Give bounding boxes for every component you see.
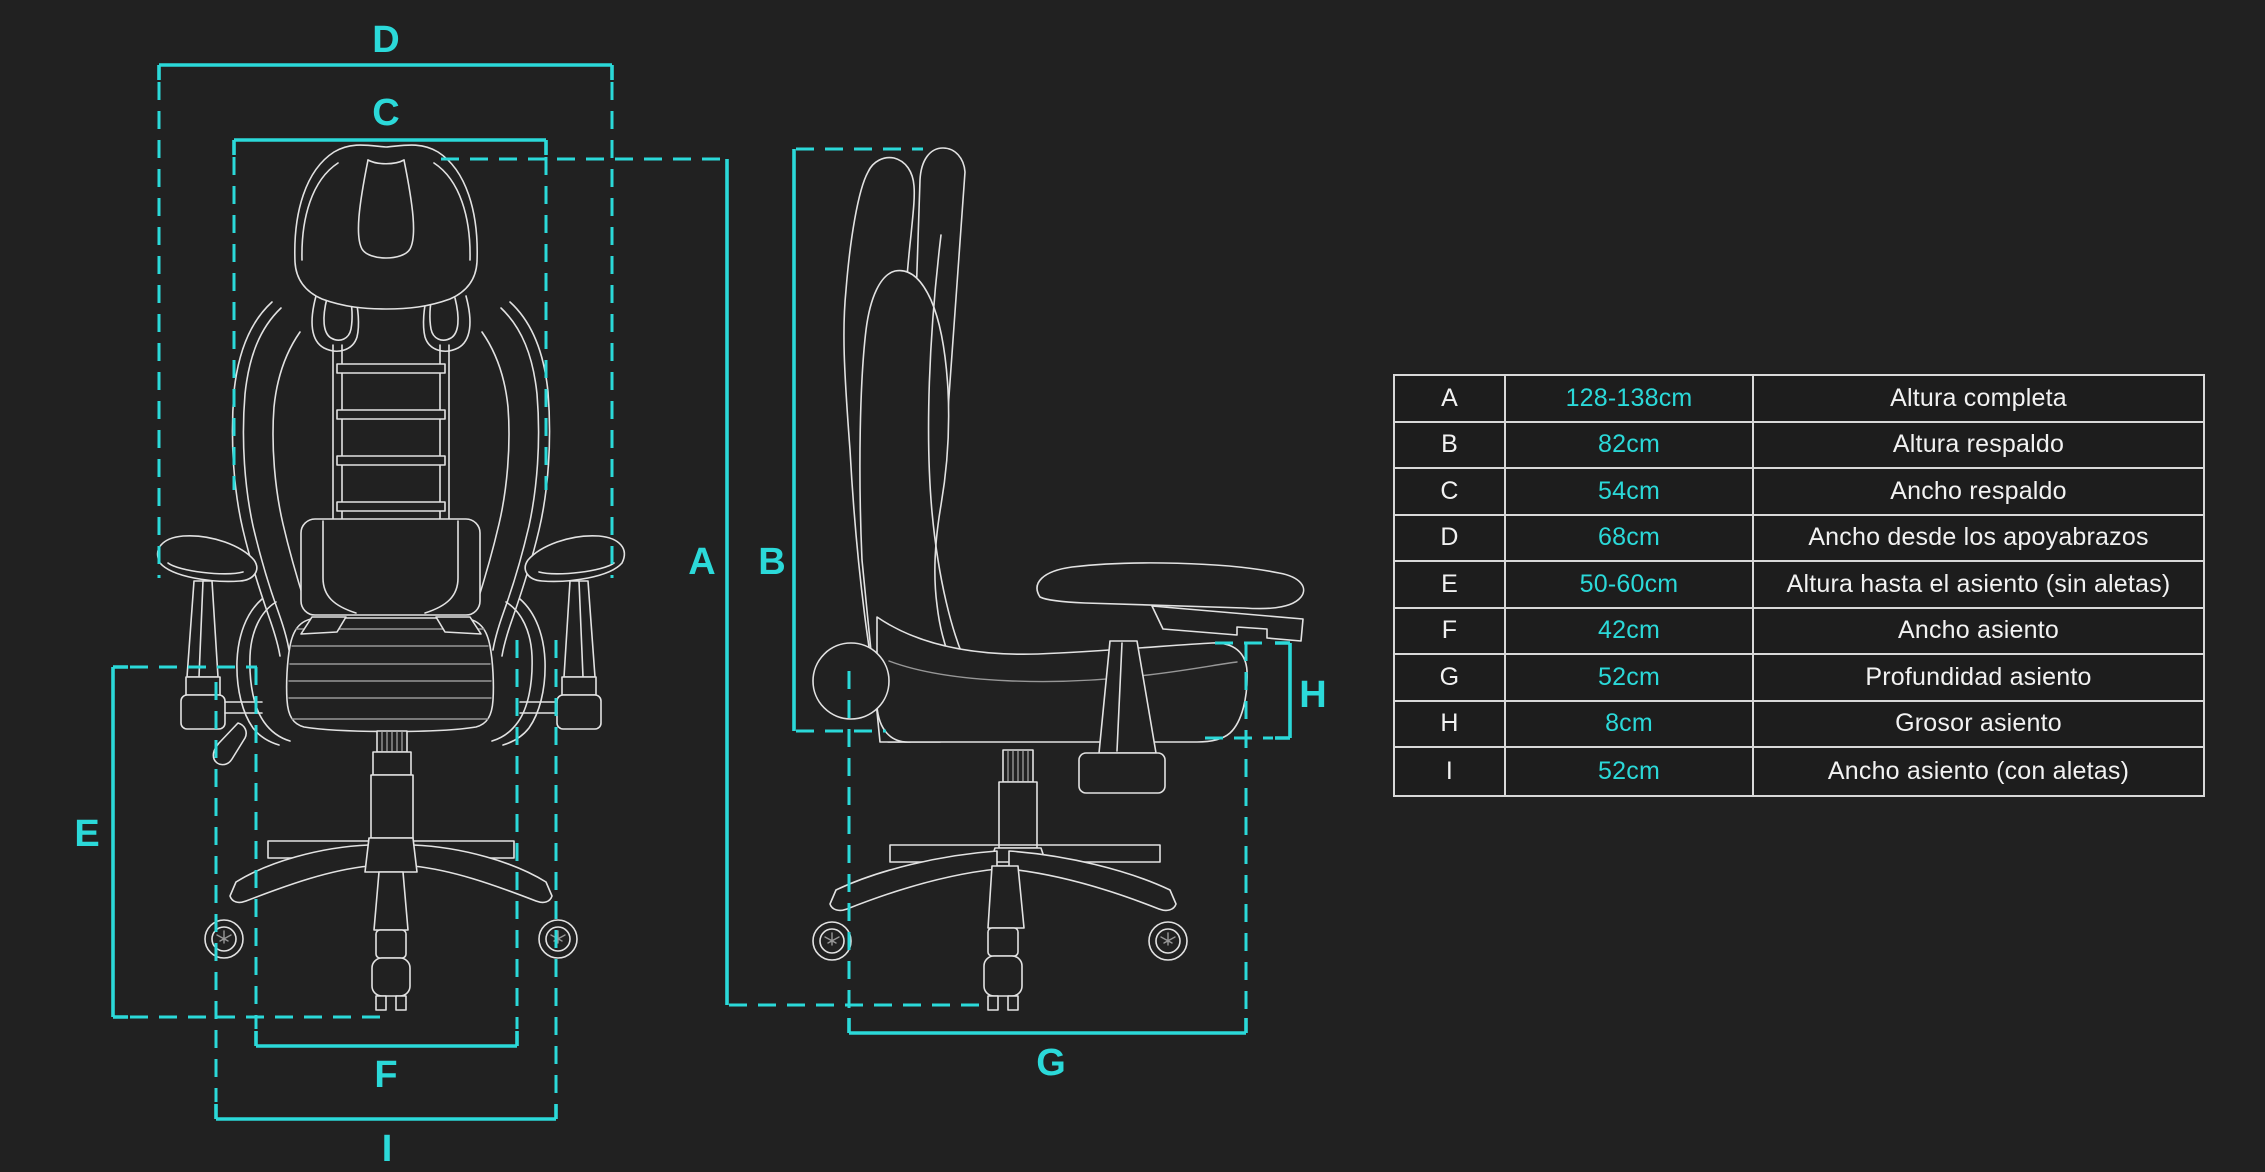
dim-label-e: E	[74, 813, 99, 855]
dimension-value-cell: 42cm	[1506, 608, 1754, 653]
dimension-description-cell: Altura completa	[1890, 383, 2067, 412]
table-row: E 50-60cm Altura hasta el asiento (sin a…	[1395, 562, 2203, 609]
dimension-description-cell: Ancho asiento	[1897, 616, 2060, 645]
dimension-labels: D C A B E F I G H	[74, 19, 1326, 1170]
dimension-value-cell: 128-138cm	[1506, 376, 1754, 421]
dimension-description-cell: Profundidad asiento	[1865, 662, 2092, 691]
dimension-letter-cell: B	[1395, 422, 1506, 467]
dimension-description-cell: Altura hasta el asiento (sin aletas)	[1786, 569, 2171, 598]
table-row: B 82cm Altura respaldo	[1395, 422, 2203, 469]
dimension-letter-cell: G	[1395, 655, 1506, 700]
dimension-value-cell: 8cm	[1506, 701, 1754, 746]
dimension-value-cell: 82cm	[1506, 422, 1754, 467]
dimension-lines	[111, 63, 1292, 1121]
side-view-drawing	[812, 147, 1305, 1011]
dimension-letter-cell: F	[1395, 608, 1506, 653]
dimension-value-cell: 50-60cm	[1506, 562, 1754, 607]
dimension-description-cell: Altura respaldo	[1892, 430, 2065, 459]
front-view-drawing	[156, 144, 626, 1011]
dimension-description-cell: Grosor asiento	[1895, 709, 2062, 738]
dim-label-a: A	[688, 541, 715, 583]
dimension-value-cell: 68cm	[1506, 515, 1754, 560]
dim-label-h: H	[1299, 674, 1326, 716]
dimension-description-cell: Ancho asiento (con aletas)	[1827, 756, 2130, 785]
dimension-description-cell: Ancho desde los apoyabrazos	[1808, 523, 2149, 552]
dimension-letter-cell: C	[1395, 469, 1506, 514]
table-row: F 42cm Ancho asiento	[1395, 608, 2203, 655]
dimension-letter-cell: E	[1395, 562, 1506, 607]
dim-label-c: C	[372, 92, 399, 134]
dimension-description-cell: Ancho respaldo	[1890, 476, 2067, 505]
dimension-letter-cell: D	[1395, 515, 1506, 560]
table-row: I 52cm Ancho asiento (con aletas)	[1395, 748, 2203, 795]
dim-label-d: D	[372, 19, 399, 61]
dim-label-f: F	[374, 1054, 397, 1096]
dimension-letter-cell: I	[1395, 748, 1506, 795]
dimension-value-cell: 54cm	[1506, 469, 1754, 514]
table-row: H 8cm Grosor asiento	[1395, 701, 2203, 748]
spec-table: A 128-138cm Altura completa B 82cm Altur…	[1393, 374, 2205, 797]
dim-label-g: G	[1036, 1042, 1066, 1084]
dim-label-i: I	[382, 1128, 393, 1170]
dim-label-b: B	[758, 541, 785, 583]
dimension-value-cell: 52cm	[1506, 655, 1754, 700]
dimension-value-cell: 52cm	[1506, 748, 1754, 795]
dimension-letter-cell: A	[1395, 376, 1506, 421]
table-row: A 128-138cm Altura completa	[1395, 376, 2203, 423]
table-row: D 68cm Ancho desde los apoyabrazos	[1395, 515, 2203, 562]
dimension-letter-cell: H	[1395, 701, 1506, 746]
table-row: C 54cm Ancho respaldo	[1395, 469, 2203, 516]
table-row: G 52cm Profundidad asiento	[1395, 655, 2203, 702]
